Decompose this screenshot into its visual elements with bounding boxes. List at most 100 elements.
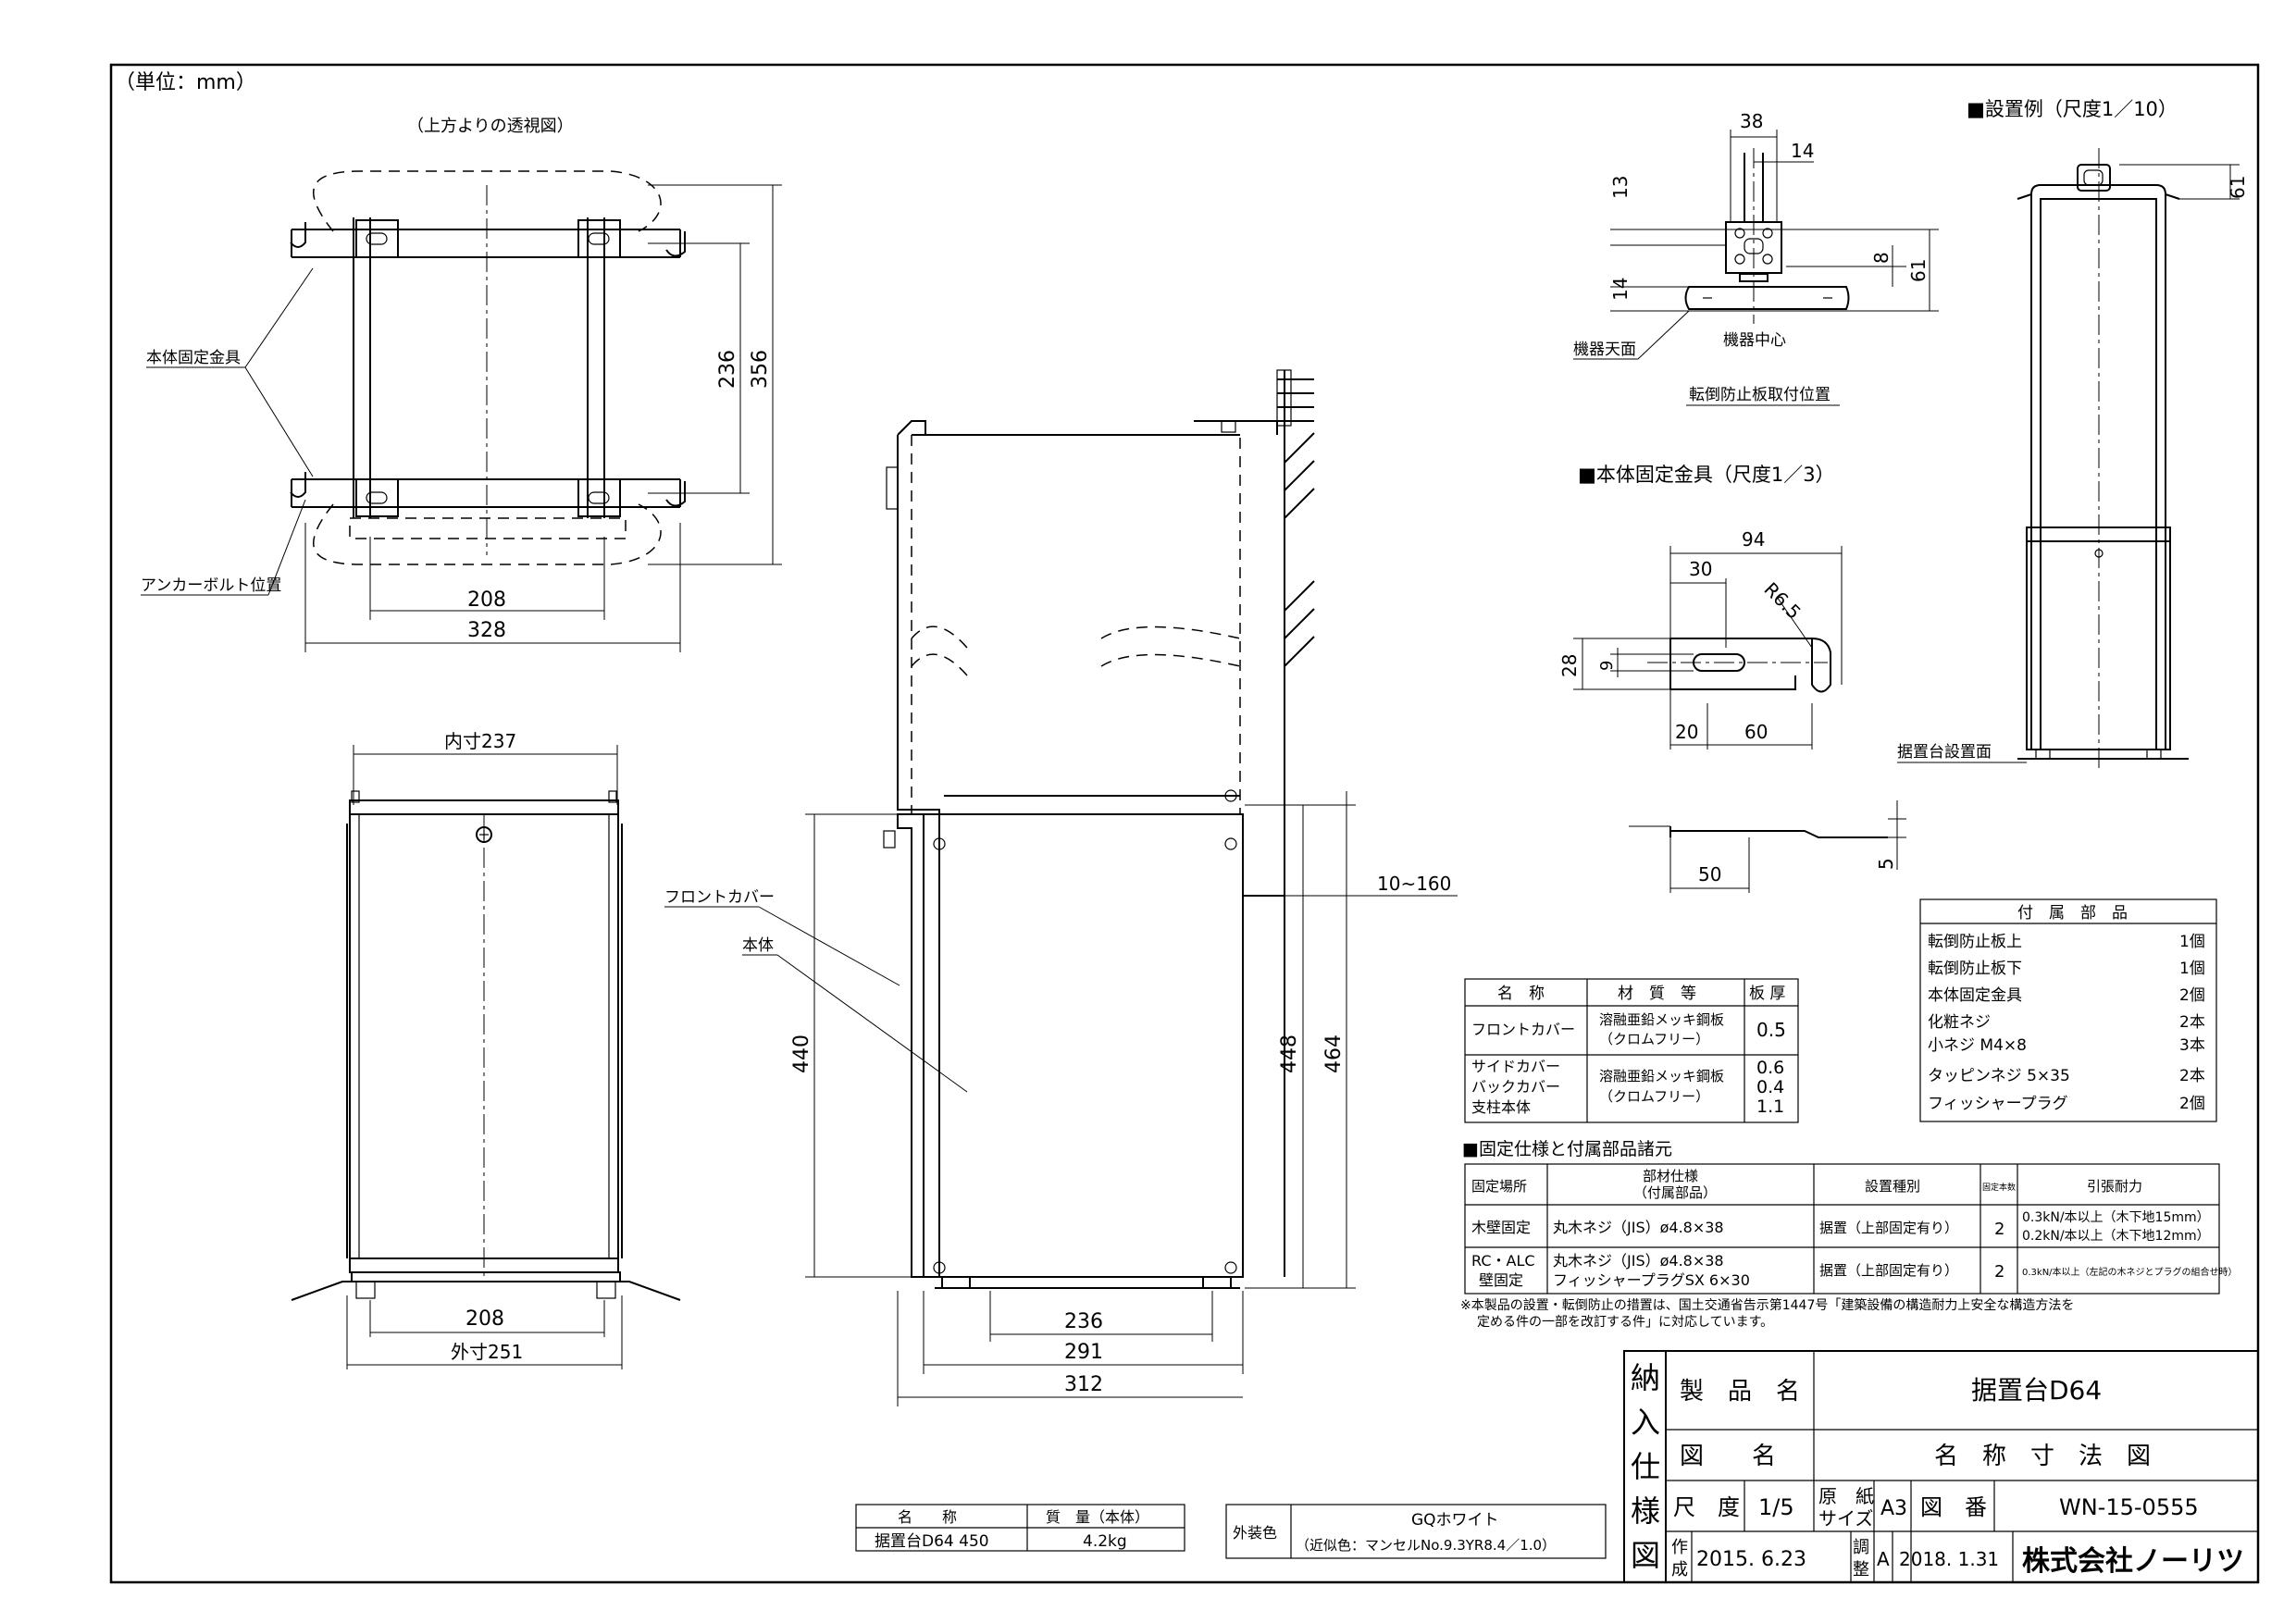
- bracket-detail-title: ■本体固定金具（尺度1／3）: [1578, 464, 1835, 486]
- svg-text:丸木ネジ（JIS）ø4.8×38: 丸木ネジ（JIS）ø4.8×38: [1553, 1219, 1724, 1236]
- svg-text:2本: 2本: [2179, 1013, 2205, 1032]
- svg-text:板 厚: 板 厚: [1749, 985, 1785, 1003]
- svg-text:部材仕様: 部材仕様: [1643, 1168, 1698, 1184]
- svg-text:28: 28: [1558, 654, 1581, 677]
- svg-text:化粧ネジ: 化粧ネジ: [1928, 1013, 1991, 1032]
- tipover-detail: 38 14 13 14 8 61 機器天面 機器中心 転倒防止板取付位置: [1573, 110, 1939, 406]
- svg-text:464: 464: [1322, 1035, 1346, 1073]
- svg-text:木壁固定: 木壁固定: [1471, 1219, 1531, 1236]
- svg-text:60: 60: [1744, 721, 1768, 743]
- svg-text:GQホワイト: GQホワイト: [1411, 1511, 1499, 1530]
- svg-text:図 番: 図 番: [1920, 1494, 1987, 1520]
- svg-text:1/5: 1/5: [1758, 1494, 1794, 1520]
- anchor-label: アンカーボルト位置: [141, 576, 281, 595]
- top-view-caption: （上方よりの透視図）: [407, 117, 574, 136]
- fixing-title: ■固定仕様と付属部品諸元: [1462, 1139, 1672, 1159]
- svg-text:1個: 1個: [2179, 960, 2205, 978]
- svg-text:0.4: 0.4: [1756, 1077, 1784, 1097]
- svg-text:バックカバー: バックカバー: [1471, 1078, 1560, 1096]
- svg-text:3本: 3本: [2179, 1036, 2205, 1055]
- inner-width: 内寸237: [444, 730, 516, 752]
- svg-text:製 品 名: 製 品 名: [1680, 1378, 1800, 1406]
- title-block: 納 入 仕 様 図 製 品 名 据置台D64 図 名 名 称 寸 法 図 尺 度…: [1623, 1350, 2259, 1583]
- floor-label: 据置台設置面: [1897, 743, 1992, 762]
- company-logo: 株式会社ノーリツ: [2022, 1545, 2244, 1578]
- svg-text:支柱本体: 支柱本体: [1471, 1098, 1531, 1116]
- svg-text:仕: 仕: [1631, 1449, 1660, 1484]
- bracket-label: 本体固定金具: [146, 349, 241, 367]
- svg-text:R6.5: R6.5: [1759, 578, 1805, 624]
- body-label: 本体: [742, 936, 774, 955]
- svg-text:291: 291: [1064, 1341, 1103, 1364]
- svg-text:図 名: 図 名: [1680, 1443, 1776, 1470]
- svg-text:原 紙: 原 紙: [1818, 1485, 1874, 1507]
- svg-text:名 称: 名 称: [1497, 985, 1545, 1003]
- svg-text:（付属部品）: （付属部品）: [1633, 1184, 1717, 1201]
- outer-width: 外寸251: [451, 1341, 523, 1363]
- svg-text:61: 61: [1907, 259, 1930, 282]
- svg-text:20: 20: [1675, 721, 1698, 743]
- svg-text:本体固定金具: 本体固定金具: [1928, 986, 2022, 1005]
- svg-text:質 量（本体）: 質 量（本体）: [1046, 1508, 1149, 1526]
- svg-text:外装色: 外装色: [1233, 1524, 1277, 1542]
- svg-text:引張耐力: 引張耐力: [2087, 1178, 2142, 1195]
- svg-text:納: 納: [1631, 1360, 1660, 1395]
- top-view: （上方よりの透視図） 208: [141, 117, 782, 652]
- svg-text:0.3kN/本以上（木下地15mm）: 0.3kN/本以上（木下地15mm）: [2022, 1210, 2210, 1225]
- svg-text:サイズ: サイズ: [1818, 1507, 1873, 1530]
- bracket-detail: ■本体固定金具（尺度1／3） 94 30 R6.5 28 9 20 60: [1558, 464, 1906, 893]
- svg-text:0.6: 0.6: [1756, 1058, 1784, 1078]
- materials-table: 名 称 材 質 等 板 厚 フロントカバー 溶融亜鉛メッキ鋼板 （クロムフリー）…: [1464, 978, 1799, 1123]
- svg-text:転倒防止板下: 転倒防止板下: [1928, 960, 2022, 978]
- svg-text:14: 14: [1609, 278, 1632, 301]
- svg-text:38: 38: [1740, 110, 1763, 132]
- svg-text:フィッシャープラグ: フィッシャープラグ: [1928, 1095, 2068, 1113]
- svg-text:4.2kg: 4.2kg: [1083, 1532, 1127, 1551]
- svg-text:8: 8: [1870, 252, 1893, 264]
- svg-text:236: 236: [716, 350, 739, 389]
- svg-text:調: 調: [1853, 1538, 1869, 1557]
- svg-text:2本: 2本: [2179, 1067, 2205, 1085]
- sheet-border: [109, 63, 2260, 1584]
- svg-text:図: 図: [1631, 1538, 1660, 1573]
- svg-text:固定本数: 固定本数: [1982, 1182, 2016, 1193]
- svg-text:溶融亜鉛メッキ鋼板: 溶融亜鉛メッキ鋼板: [1599, 1068, 1724, 1084]
- unit-label: （単位：mm）: [115, 71, 256, 94]
- svg-text:設置種別: 設置種別: [1865, 1178, 1920, 1195]
- svg-text:1.1: 1.1: [1756, 1096, 1784, 1117]
- svg-text:入: 入: [1631, 1405, 1660, 1440]
- svg-text:208: 208: [467, 588, 506, 612]
- svg-text:312: 312: [1064, 1373, 1103, 1396]
- svg-text:A: A: [1877, 1548, 1890, 1570]
- svg-text:溶融亜鉛メッキ鋼板: 溶融亜鉛メッキ鋼板: [1599, 1011, 1724, 1028]
- svg-text:236: 236: [1064, 1310, 1103, 1333]
- svg-text:尺 度: 尺 度: [1673, 1494, 1740, 1520]
- svg-text:据置（上部固定有り）: 据置（上部固定有り）: [1819, 1220, 1958, 1236]
- svg-text:フロントカバー: フロントカバー: [1471, 1021, 1575, 1038]
- svg-text:据置台D64 450: 据置台D64 450: [875, 1532, 989, 1551]
- svg-text:14: 14: [1791, 140, 1814, 162]
- svg-text:2個: 2個: [2179, 986, 2205, 1005]
- svg-text:0.3kN/本以上（左記の木ネジとプラグの組合せ時）: 0.3kN/本以上（左記の木ネジとプラグの組合せ時）: [2022, 1266, 2238, 1278]
- svg-text:材 質 等: 材 質 等: [1618, 985, 1696, 1003]
- svg-text:356: 356: [749, 350, 772, 389]
- svg-text:0.5: 0.5: [1756, 1019, 1786, 1041]
- svg-text:30: 30: [1689, 558, 1712, 580]
- svg-text:付 属 部 品: 付 属 部 品: [2017, 904, 2128, 923]
- svg-text:定める件の一部を改訂する件」に対応しています。: 定める件の一部を改訂する件」に対応しています。: [1477, 1315, 1773, 1330]
- svg-text:13: 13: [1609, 176, 1632, 199]
- svg-text:サイドカバー: サイドカバー: [1471, 1058, 1560, 1075]
- svg-text:50: 50: [1698, 863, 1721, 886]
- svg-text:据置（上部固定有り）: 据置（上部固定有り）: [1819, 1262, 1958, 1279]
- svg-text:名 称 寸 法 図: 名 称 寸 法 図: [1934, 1443, 2151, 1470]
- svg-text:2個: 2個: [2179, 1095, 2205, 1113]
- svg-text:転倒防止板上: 転倒防止板上: [1928, 933, 2022, 951]
- side-view: フロントカバー 本体 440 448 464 10~160 236 291 31…: [664, 369, 1458, 1406]
- svg-text:448: 448: [1278, 1035, 1301, 1073]
- tipover-caption: 転倒防止板取付位置: [1689, 386, 1831, 404]
- top-face-label: 機器天面: [1573, 341, 1636, 359]
- svg-text:2015. 6.23: 2015. 6.23: [1696, 1548, 1806, 1571]
- svg-text:小ネジ M4×8: 小ネジ M4×8: [1928, 1036, 2027, 1055]
- svg-text:（クロムフリー）: （クロムフリー）: [1599, 1088, 1709, 1105]
- svg-text:RC・ALC: RC・ALC: [1471, 1252, 1535, 1270]
